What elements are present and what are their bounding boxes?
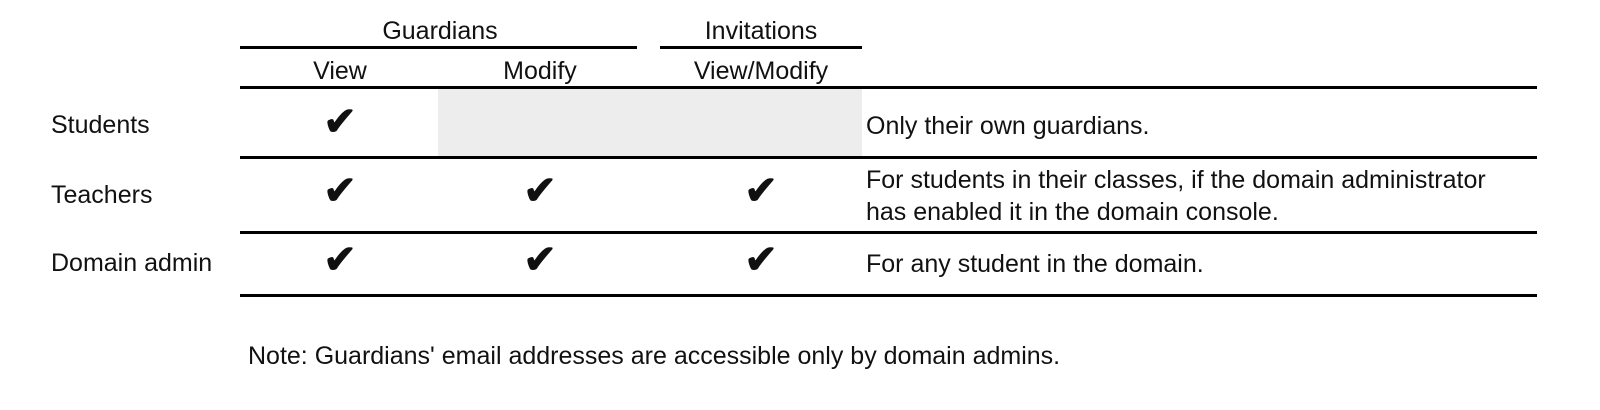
row-label-students: Students (51, 111, 150, 139)
column-header-modify: Modify (503, 57, 577, 85)
group-rule-guardians (240, 46, 637, 49)
group-header-guardians: Guardians (382, 17, 498, 45)
checkmark-icon: ✔ (744, 237, 779, 283)
row-label-domain-admin: Domain admin (51, 249, 213, 277)
row-description-domain-admin: For any student in the domain. (866, 250, 1204, 278)
group-rule-invitations (660, 46, 862, 49)
table-note: Note: Guardians' email addresses are acc… (248, 342, 1061, 370)
checkmark-icon: ✔ (323, 99, 358, 145)
row-description-students: Only their own guardians. (866, 112, 1150, 140)
checkmark-icon: ✔ (523, 237, 558, 283)
row-rule-teachers (240, 231, 1537, 234)
row-rule-students (240, 156, 1537, 159)
group-header-invitations: Invitations (704, 17, 818, 45)
column-header-view-modify: View/Modify (693, 57, 829, 85)
checkmark-icon: ✔ (323, 237, 358, 283)
checkmark-icon: ✔ (523, 168, 558, 214)
row-description-teachers: For students in their classes, if the do… (866, 166, 1486, 226)
table-bottom-rule (240, 294, 1537, 297)
column-header-view: View (313, 57, 367, 85)
checkmark-icon: ✔ (744, 168, 779, 214)
checkmark-icon: ✔ (323, 168, 358, 214)
header-bottom-rule (240, 86, 1537, 89)
row-label-teachers: Teachers (51, 181, 153, 209)
cell-students-not-applicable (438, 89, 862, 156)
